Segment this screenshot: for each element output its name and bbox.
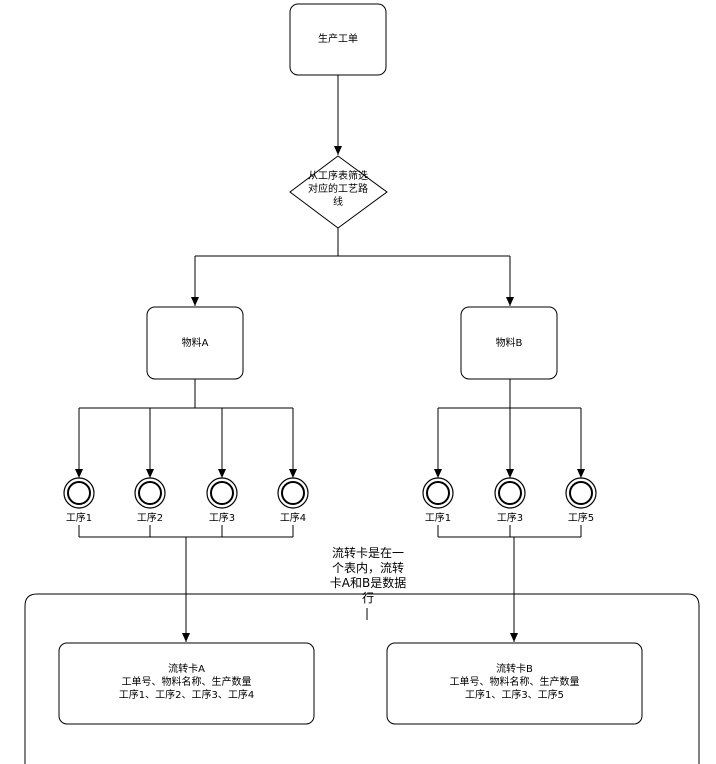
card-a-title: 流转卡A (168, 664, 205, 675)
decision-label-line-2: 对应的工艺路 (308, 184, 368, 195)
note-line-4: 行 (361, 591, 374, 605)
outer-container (24, 593, 700, 764)
process-node-a-3 (206, 477, 238, 509)
process-a-1-label: 工序1 (65, 513, 93, 524)
process-node-b-5 (565, 477, 597, 509)
card-b-line-2: 工序1、工序3、工序5 (464, 690, 565, 701)
process-b-5-label: 工序5 (567, 513, 595, 524)
decision-label-line-1: 从工序表筛选 (308, 171, 368, 182)
card-a-line-2: 工序1、工序2、工序3、工序4 (118, 690, 255, 701)
card-b-text: 流转卡B 工单号、物料名称、生产数量 工序1、工序3、工序5 (387, 663, 642, 702)
note-line-2: 个表内，流转 (331, 561, 404, 575)
decision-label: 从工序表筛选 对应的工艺路 线 (298, 170, 378, 209)
card-a-line-1: 工单号、物料名称、生产数量 (121, 677, 252, 688)
material-b-box (460, 306, 558, 380)
process-node-a-2 (134, 477, 166, 509)
decision-label-line-3: 线 (333, 197, 343, 208)
note-text: 流转卡是在一 个表内，流转 卡A和B是数据 行 (318, 546, 418, 606)
card-b-line-1: 工单号、物料名称、生产数量 (449, 677, 580, 688)
process-b-1-label: 工序1 (424, 513, 452, 524)
card-a-text: 流转卡A 工单号、物料名称、生产数量 工序1、工序2、工序3、工序4 (59, 663, 314, 702)
process-a-3-label: 工序3 (208, 513, 236, 524)
process-node-b-3 (494, 477, 526, 509)
note-line-3: 卡A和B是数据 (329, 576, 407, 590)
process-node-a-4 (277, 477, 309, 509)
card-a-box (58, 642, 315, 725)
process-b-3-label: 工序3 (496, 513, 524, 524)
material-a-label: 物料A (181, 338, 209, 349)
process-a-2-label: 工序2 (136, 513, 164, 524)
process-a-4-label: 工序4 (279, 513, 307, 524)
material-b-label: 物料B (495, 338, 523, 349)
process-node-a-1 (63, 477, 95, 509)
card-b-title: 流转卡B (496, 664, 533, 675)
note-line-1: 流转卡是在一 (331, 546, 404, 560)
work-order-label: 生产工单 (318, 34, 358, 45)
process-node-b-1 (422, 477, 454, 509)
card-b-box (386, 642, 643, 725)
